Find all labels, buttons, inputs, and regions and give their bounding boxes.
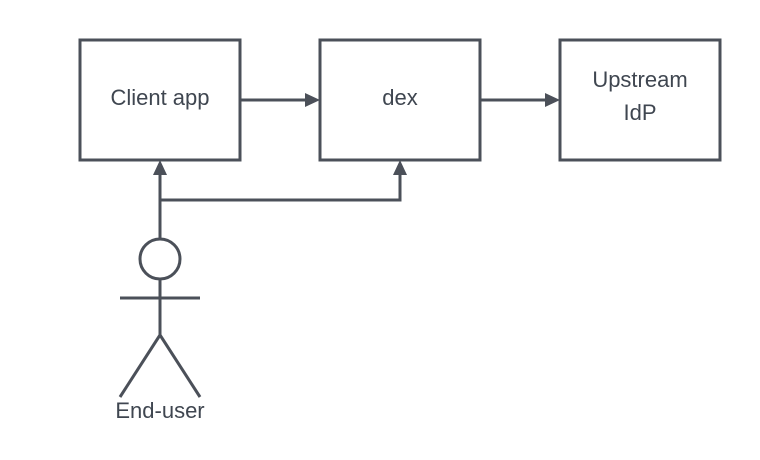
actor-left-leg-icon — [118, 334, 162, 398]
client-app-node: Client app — [78, 38, 242, 162]
client-app-box — [78, 38, 242, 162]
upstream-idp-box — [558, 38, 722, 162]
actor-right-leg-icon — [158, 334, 202, 398]
arrow-user-to-client — [153, 160, 167, 238]
arrow-user-to-client-head — [153, 160, 167, 175]
end-user-actor: End-user — [115, 237, 205, 423]
arrow-client-to-dex — [240, 93, 320, 107]
arrow-dex-to-upstream-head — [545, 93, 560, 107]
arrow-dex-to-upstream — [480, 93, 560, 107]
actor-head-icon — [138, 237, 182, 281]
end-user-label: End-user — [115, 398, 204, 423]
upstream-idp-label-line2: IdP — [623, 100, 656, 125]
dex-node: dex — [318, 38, 482, 162]
dex-label: dex — [382, 85, 417, 110]
upstream-idp-node: Upstream IdP — [558, 38, 722, 162]
arrow-client-to-dex-head — [305, 93, 320, 107]
upstream-idp-label-line1: Upstream — [592, 67, 687, 92]
arrow-user-to-dex — [160, 160, 407, 202]
arrow-user-to-dex-line — [160, 174, 402, 202]
dex-box — [318, 38, 482, 162]
client-app-label: Client app — [110, 85, 209, 110]
arrow-user-to-dex-head — [393, 160, 407, 175]
